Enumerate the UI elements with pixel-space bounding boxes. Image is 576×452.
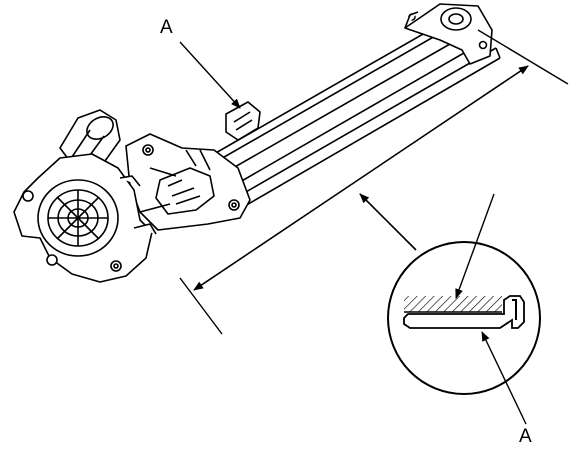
regulator-motor — [13, 109, 157, 283]
carrier-bracket — [125, 133, 251, 231]
callout-label-a-bottom: A — [519, 426, 532, 447]
cross-section-detail — [387, 241, 541, 395]
dimension-line — [179, 29, 569, 335]
upper-pulley-bracket — [404, 3, 493, 65]
detail-leader — [359, 193, 417, 251]
rail-clip — [225, 101, 261, 141]
callout-label-a-top: A — [160, 17, 173, 38]
detail-leaders — [455, 193, 527, 425]
callout-top-leader — [179, 41, 241, 109]
